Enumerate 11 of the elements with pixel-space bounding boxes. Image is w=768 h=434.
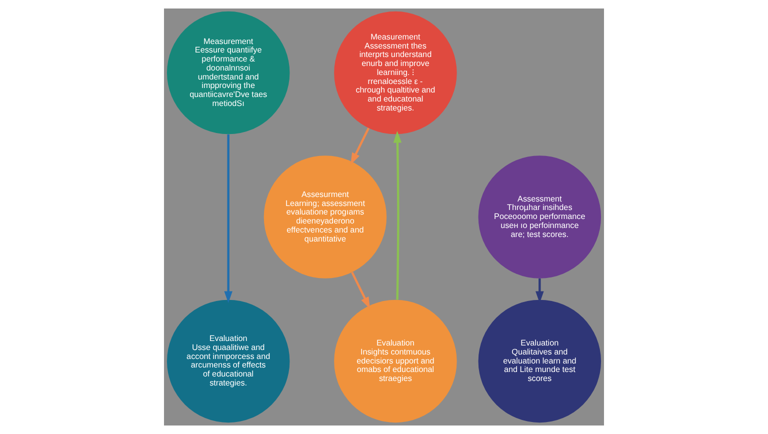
- node-circle: Measurement Assessment thes interprts understand enurb and improve learniing. ⁝ rrenaloessle ε ⁃ chrough qualtitive and and educatonal strategies.: [334, 11, 457, 134]
- node-circle: Evaluation Insights contmuous edecisiors upport and omabs of educational straegies: [334, 300, 457, 423]
- arrow: [350, 128, 370, 165]
- arrow: [224, 134, 232, 304]
- arrow: [351, 272, 370, 309]
- node-circle: Assesurment Learning; assessment evaluatione progıams dieeneyaderono effectvences and and quantitative: [264, 156, 387, 278]
- node-circle: Evaluation Qualitaives and evaluation learn and and Lite munde test scores: [478, 300, 602, 423]
- node-circle: Evaluation Usse quaalitiwe and accont inmporcess and arcumenss of effects of educational strategies.: [166, 300, 290, 423]
- arrow: [393, 130, 402, 300]
- node-circle: Assessment Throµhar insihdes Poceooomo performance useн ıo perfoinmance are; test scores.: [478, 156, 602, 278]
- node-circle: Measurement Eessure quantiifye performance & doonalnnsoi umdertstand and impproving the quantiicavre'Dve taes metiodSı: [166, 11, 290, 134]
